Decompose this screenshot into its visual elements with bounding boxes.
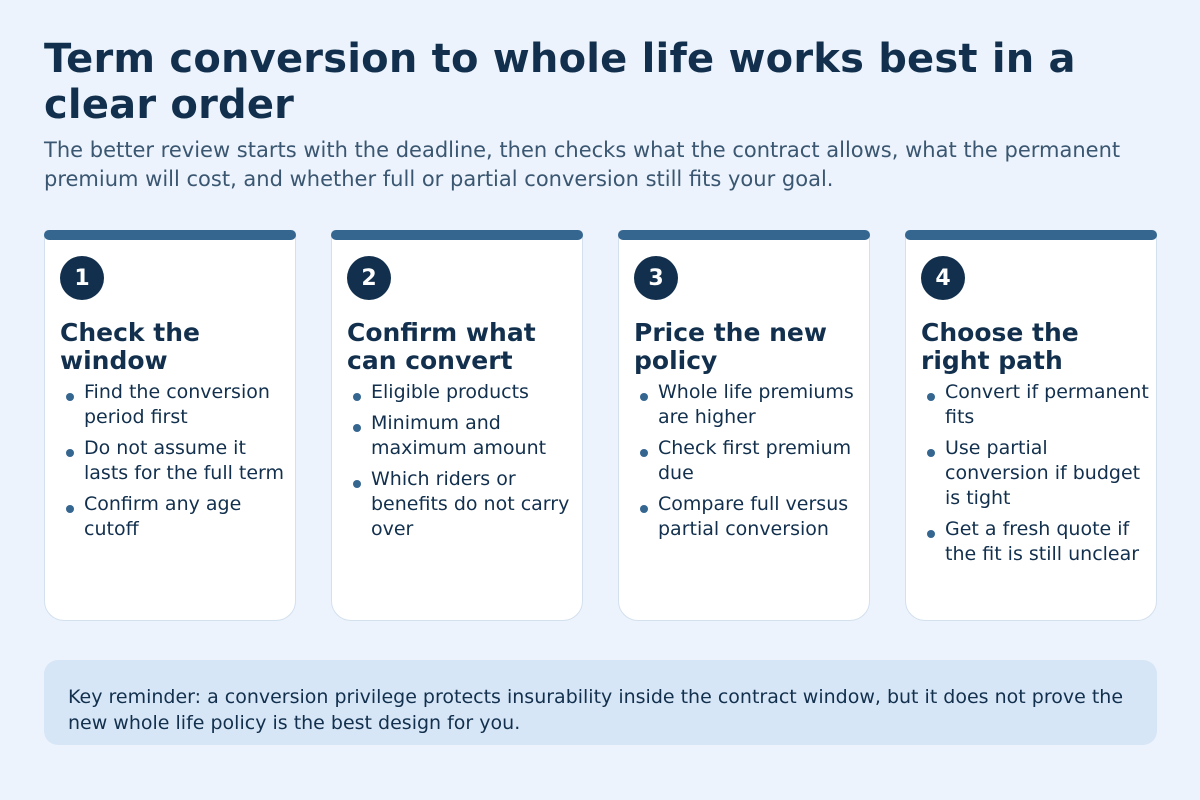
card-bullet-list: Convert if permanent fits Use partial co…: [921, 380, 1151, 573]
bullet-icon: [927, 393, 935, 401]
card-bullet-list: Eligible products Minimum and maximum am…: [347, 380, 577, 548]
list-item-text: Minimum and maximum amount: [371, 412, 547, 459]
list-item: Minimum and maximum amount: [347, 411, 577, 461]
list-item-text: Eligible products: [371, 381, 529, 403]
list-item-text: Whole life premiums are higher: [658, 381, 854, 428]
step-card-3: 3 Price the new policy Whole life premiu…: [618, 230, 870, 621]
list-item: Compare full versus partial conversion: [634, 492, 864, 542]
bullet-icon: [353, 480, 361, 488]
list-item-text: Confirm any age cutoff: [84, 493, 242, 540]
step-number-badge: 4: [921, 256, 965, 300]
bullet-icon: [66, 393, 74, 401]
list-item: Get a fresh quote if the fit is still un…: [921, 517, 1151, 567]
bullet-icon: [353, 424, 361, 432]
bullet-icon: [640, 393, 648, 401]
bullet-icon: [640, 449, 648, 457]
list-item: Check first premium due: [634, 436, 864, 486]
list-item: Convert if permanent fits: [921, 380, 1151, 430]
list-item: Use partial conversion if budget is tigh…: [921, 436, 1151, 511]
key-reminder-text: Key reminder: a conversion privilege pro…: [68, 686, 1124, 734]
card-title: Check the window: [60, 318, 200, 375]
bullet-icon: [66, 505, 74, 513]
card-accent-bar: [331, 230, 583, 240]
list-item-text: Compare full versus partial conversion: [658, 493, 849, 540]
key-reminder-box: Key reminder: a conversion privilege pro…: [44, 660, 1157, 745]
card-title: Price the new policy: [634, 318, 827, 375]
card-title: Confirm what can convert: [347, 318, 536, 375]
bullet-icon: [66, 449, 74, 457]
step-card-4: 4 Choose the right path Convert if perma…: [905, 230, 1157, 621]
card-bullet-list: Find the conversion period first Do not …: [60, 380, 290, 548]
bullet-icon: [353, 393, 361, 401]
step-card-1: 1 Check the window Find the conversion p…: [44, 230, 296, 621]
list-item-text: Use partial conversion if budget is tigh…: [945, 437, 1141, 509]
list-item: Find the conversion period first: [60, 380, 290, 430]
list-item-text: Convert if permanent fits: [945, 381, 1149, 428]
list-item: Do not assume it lasts for the full term: [60, 436, 290, 486]
bullet-icon: [927, 530, 935, 538]
list-item-text: Get a fresh quote if the fit is still un…: [945, 518, 1140, 565]
card-accent-bar: [905, 230, 1157, 240]
card-accent-bar: [618, 230, 870, 240]
card-bullet-list: Whole life premiums are higher Check fir…: [634, 380, 864, 548]
page-title: Term conversion to whole life works best…: [44, 36, 1076, 128]
list-item-text: Which riders or benefits do not carry ov…: [371, 468, 570, 540]
step-number-badge: 3: [634, 256, 678, 300]
list-item: Whole life premiums are higher: [634, 380, 864, 430]
list-item-text: Do not assume it lasts for the full term: [84, 437, 285, 484]
step-number-badge: 1: [60, 256, 104, 300]
list-item: Which riders or benefits do not carry ov…: [347, 467, 577, 542]
card-title: Choose the right path: [921, 318, 1079, 375]
page-subtitle: The better review starts with the deadli…: [44, 138, 1121, 191]
card-accent-bar: [44, 230, 296, 240]
bullet-icon: [640, 505, 648, 513]
list-item: Eligible products: [347, 380, 577, 405]
list-item-text: Find the conversion period first: [84, 381, 270, 428]
list-item-text: Check first premium due: [658, 437, 852, 484]
bullet-icon: [927, 449, 935, 457]
list-item: Confirm any age cutoff: [60, 492, 290, 542]
step-card-2: 2 Confirm what can convert Eligible prod…: [331, 230, 583, 621]
step-number-badge: 2: [347, 256, 391, 300]
